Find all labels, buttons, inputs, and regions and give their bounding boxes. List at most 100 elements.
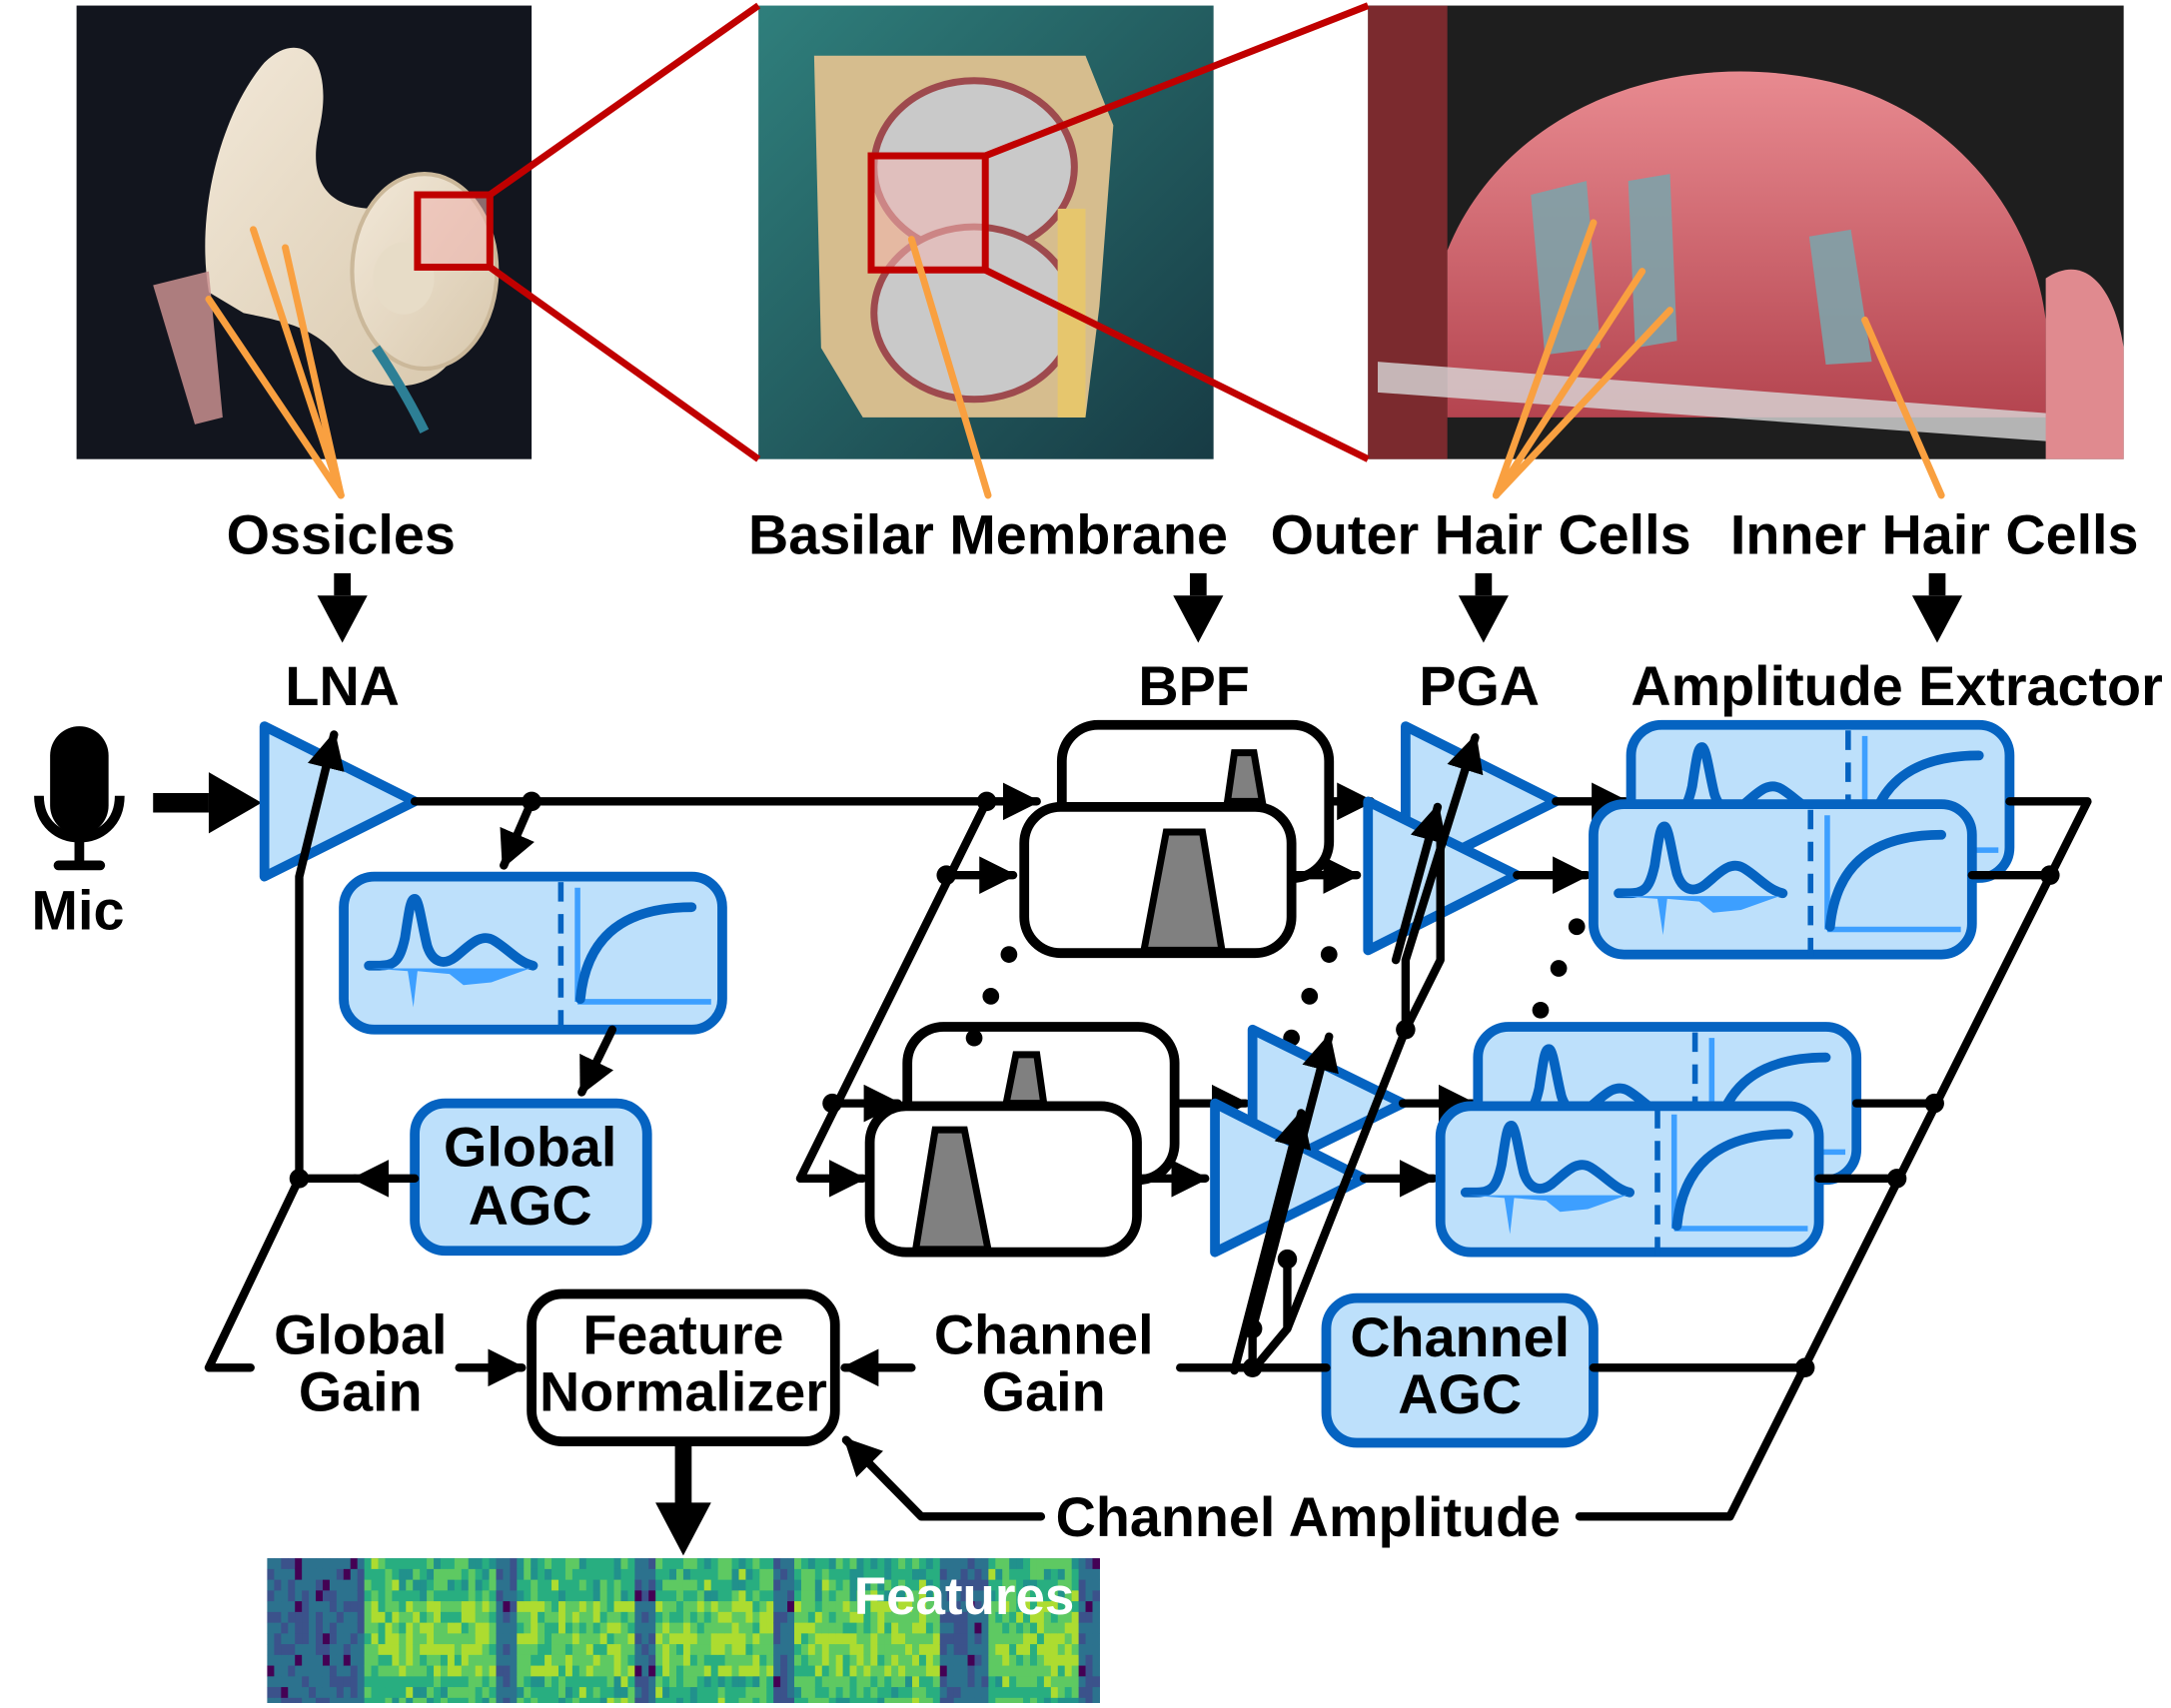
spectrogram-cell (420, 1676, 428, 1688)
spectrogram-cell (939, 1579, 948, 1591)
spectrogram-cell (517, 1697, 525, 1708)
spectrogram-cell (662, 1558, 670, 1570)
spectrogram-cell (378, 1611, 387, 1624)
spectrogram-cell (1050, 1697, 1059, 1708)
spectrogram-cell (585, 1622, 594, 1634)
spectrogram-cell (627, 1665, 635, 1677)
spectrogram-cell (898, 1622, 906, 1634)
spectrogram-cell (793, 1611, 802, 1624)
spectrogram-cell (981, 1697, 989, 1708)
spectrogram-cell (1064, 1654, 1073, 1667)
spectrogram-cell (988, 1590, 996, 1602)
spectrogram-cell (780, 1590, 788, 1602)
spectrogram-cell (912, 1665, 920, 1677)
spectrogram-cell (1023, 1633, 1031, 1645)
spectrogram-cell (773, 1590, 781, 1602)
spectrogram-cell (835, 1558, 844, 1570)
spectrogram-cell (517, 1622, 525, 1634)
spectrogram-cell (496, 1676, 505, 1688)
spectrogram-cell (981, 1601, 989, 1613)
spectrogram-cell (578, 1676, 587, 1688)
spectrogram-cell (1057, 1697, 1066, 1708)
bpf-channel-1 (1019, 802, 1297, 959)
spectrogram-cell (634, 1568, 642, 1581)
spectrogram-cell (877, 1622, 885, 1634)
spectrogram-cell (606, 1644, 615, 1656)
spectrogram-cell (343, 1676, 352, 1688)
spectrogram-cell (1009, 1665, 1017, 1677)
spectrogram-cell (274, 1665, 282, 1677)
spectrogram-cell (655, 1644, 663, 1656)
spectrogram-cell (807, 1601, 816, 1613)
spectrogram-cell (773, 1579, 781, 1591)
spectrogram-cell (564, 1611, 573, 1624)
spectrogram-cell (724, 1622, 733, 1634)
svg-text:Gain: Gain (982, 1360, 1106, 1422)
spectrogram-cell (905, 1611, 913, 1624)
spectrogram-cell (731, 1611, 740, 1624)
spectrogram-cell (1057, 1654, 1066, 1667)
spectrogram-cell (350, 1676, 359, 1688)
spectrogram-cell (800, 1579, 809, 1591)
spectrogram-cell (814, 1644, 823, 1656)
spectrogram-cell (274, 1697, 282, 1708)
down-arrow-icon (1458, 572, 1509, 643)
spectrogram-cell (689, 1687, 698, 1699)
spectrogram-cell (1002, 1697, 1010, 1708)
spectrogram-cell (427, 1697, 435, 1708)
spectrogram-cell (974, 1687, 982, 1699)
spectrogram-cell (302, 1579, 310, 1591)
spectrogram-cell (960, 1590, 969, 1602)
spectrogram-cell (1043, 1697, 1052, 1708)
spectrogram-cell (932, 1676, 941, 1688)
spectrogram-cell (427, 1676, 435, 1688)
spectrogram-cell (329, 1697, 338, 1708)
spectrogram-cell (842, 1654, 851, 1667)
spectrogram-cell (856, 1601, 864, 1613)
spectrogram-cell (1078, 1611, 1087, 1624)
spectrogram-cell (295, 1601, 303, 1613)
spectrogram-cell (606, 1568, 615, 1581)
spectrogram-cell (773, 1633, 781, 1645)
spectrogram-cell (731, 1654, 740, 1667)
spectrogram-cell (427, 1568, 435, 1581)
spectrogram-cell (482, 1622, 491, 1634)
spectrogram-cell (385, 1633, 393, 1645)
svg-text:Normalizer: Normalizer (540, 1360, 827, 1422)
spectrogram-cell (482, 1676, 491, 1688)
spectrogram-cell (571, 1697, 580, 1708)
spectrogram-cell (682, 1687, 691, 1699)
spectrogram-cell (669, 1644, 677, 1656)
spectrogram-cell (413, 1654, 421, 1667)
spectrogram-cell (891, 1654, 899, 1667)
spectrogram-cell (1036, 1622, 1045, 1634)
spectrogram-cell (766, 1622, 774, 1634)
spectrogram-cell (856, 1633, 864, 1645)
spectrogram-cell (524, 1622, 532, 1634)
spectrogram-cell (329, 1633, 338, 1645)
spectrogram-cell (613, 1611, 622, 1624)
spectrogram-cell (309, 1622, 317, 1634)
spectrogram-cell (454, 1622, 463, 1634)
spectrogram-cell (828, 1579, 837, 1591)
spectrogram-cell (524, 1687, 532, 1699)
spectrogram-cell (322, 1687, 331, 1699)
spectrogram-cell (489, 1644, 498, 1656)
spectrogram-cell (1002, 1558, 1010, 1570)
spectrogram-cell (1078, 1697, 1087, 1708)
spectrogram-cell (578, 1590, 587, 1602)
spectrogram-cell (828, 1633, 837, 1645)
label-inner-hair-cells: Inner Hair Cells (1730, 503, 2139, 565)
spectrogram-cell (378, 1601, 387, 1613)
spectrogram-cell (710, 1611, 719, 1624)
spectrogram-cell (1043, 1558, 1052, 1570)
spectrogram-cell (738, 1654, 746, 1667)
spectrogram-cell (891, 1665, 899, 1677)
spectrogram-cell (946, 1601, 955, 1613)
spectrogram-cell (434, 1568, 442, 1581)
spectrogram-cell (544, 1633, 552, 1645)
spectrogram-cell (510, 1611, 518, 1624)
spectrogram-cell (496, 1665, 505, 1677)
spectrogram-cell (592, 1676, 601, 1688)
spectrogram-cell (316, 1579, 324, 1591)
